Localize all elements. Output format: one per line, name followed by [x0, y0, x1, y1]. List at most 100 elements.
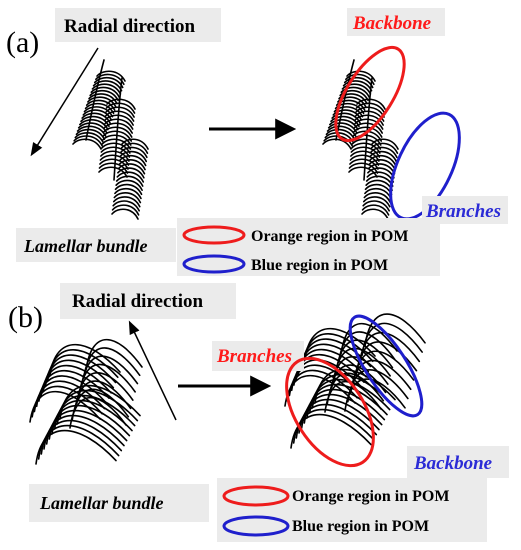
panel-b-backbone-box [407, 446, 509, 478]
panel-b-label: (b) [8, 301, 43, 334]
panel-b-bundle-box [29, 484, 209, 522]
panel-a-direction-label: Radial direction [64, 16, 196, 37]
lamella-stroke [340, 86, 371, 98]
panel-b-lamellar-bundle [29, 339, 143, 465]
lamella-stroke [111, 204, 140, 216]
lamella-spine [113, 77, 123, 181]
panel-a-legend-blue-swatch [182, 254, 246, 274]
lamella-stroke [76, 125, 107, 137]
lamella-stroke [96, 70, 126, 82]
lamella-stroke [114, 187, 142, 200]
panel-a-backbone-label: Backbone [352, 13, 432, 34]
lamella-stroke [35, 429, 117, 465]
lamella-stroke [348, 166, 378, 178]
lamella-stroke [119, 150, 148, 163]
panel-b-direction-label: Radial direction [72, 291, 204, 312]
lamella-stroke [120, 146, 148, 159]
panel-a-backbone-ellipse [334, 45, 406, 143]
lamella-stroke [355, 102, 386, 114]
panel-b-legend-blue-text: Blue region in POM [292, 518, 429, 535]
panel-a-label: (a) [6, 26, 39, 59]
lamella-stroke [115, 179, 143, 191]
lamella-stroke [118, 155, 147, 167]
panel-a-direction-box [55, 8, 221, 42]
lamella-stroke [114, 183, 143, 196]
lamella-stroke [98, 162, 129, 174]
panel-b-legend-orange-text: Orange region in POM [292, 488, 449, 505]
lamella-stroke [370, 146, 398, 159]
lamella-stroke [84, 102, 115, 115]
lamella-stroke [117, 163, 146, 175]
panel-a-legend-orange-text: Orange region in POM [251, 228, 408, 245]
lamella-stroke [112, 200, 140, 212]
lamella-stroke [98, 166, 128, 178]
lamella-stroke [348, 162, 379, 174]
lamella-stroke [349, 154, 380, 166]
lamella-stroke [69, 397, 127, 429]
lamella-spine [85, 59, 105, 141]
lamella-stroke [91, 83, 122, 95]
lamella-stroke [362, 196, 391, 208]
panel-b-backbone-ellipse [348, 314, 424, 418]
lamella-stroke [324, 381, 382, 413]
lamella-stroke [290, 413, 372, 449]
panel-b-radial-arrow [128, 320, 177, 421]
panel-a-branches-label: Branches [425, 201, 501, 222]
lamella-stroke [73, 135, 103, 147]
lamella-stroke [361, 208, 389, 220]
lamella-stroke [368, 155, 397, 167]
lamella-stroke [121, 138, 149, 150]
lamella-stroke [369, 150, 398, 163]
lamella-stroke [322, 138, 352, 150]
lamella-stroke [105, 102, 136, 114]
panel-a-radial-arrow [30, 47, 99, 157]
lamella-stroke [117, 167, 145, 179]
lamella-stroke [113, 192, 142, 204]
lamella-stroke [115, 175, 144, 187]
lamella-stroke [92, 80, 123, 92]
panel-a-backbone-box [347, 8, 445, 36]
lamella-stroke [106, 98, 136, 110]
lamella-stroke [100, 150, 130, 162]
lamella-spine [363, 77, 373, 181]
lamella-stroke [112, 196, 141, 208]
lamella-stroke [99, 158, 129, 170]
lamella-stroke [330, 115, 360, 128]
lamella-stroke [344, 378, 406, 412]
panel-b-legend-orange-swatch [222, 485, 290, 507]
lamella-stroke [370, 142, 399, 154]
lamella-stroke [342, 80, 373, 92]
panel-b-branches-label: Branches [216, 346, 292, 367]
lamella-stroke [80, 115, 110, 128]
panel-a-branches-ellipse [389, 111, 461, 221]
lamella-stroke [371, 138, 399, 150]
lamella-stroke [88, 93, 118, 105]
lamella-stroke [363, 192, 392, 204]
lamella-stroke [368, 159, 396, 171]
panel-b-backbone-label: Backbone [413, 453, 493, 474]
lamella-stroke [75, 128, 106, 141]
lamella-stroke [364, 313, 426, 347]
lamella-stroke [356, 98, 386, 110]
panel-a-bundle-label: Lamellar bundle [23, 236, 148, 256]
panel-a: (a) Radial direction Backbone Branches L… [6, 8, 508, 276]
lamella-stroke [74, 132, 105, 144]
lamella-stroke [99, 154, 130, 166]
panel-b-branches-ellipse [285, 356, 375, 468]
lamella-stroke [325, 128, 356, 141]
lamella-stroke [346, 70, 376, 82]
panel-a-legend-blue-text: Blue region in POM [251, 257, 388, 274]
lamella-stroke [118, 159, 146, 171]
panel-a-legend-orange-swatch [182, 225, 246, 245]
lamella-stroke [72, 138, 102, 150]
lamella-stroke [339, 89, 369, 102]
panel-b-legend-box [217, 478, 487, 542]
lamella-stroke [111, 208, 139, 220]
panel-b: (b) Radial direction Branches Backbone L… [8, 283, 509, 542]
lamella-stroke [326, 125, 357, 137]
lamella-stroke [89, 89, 119, 102]
lamella-stroke [29, 390, 101, 423]
lamella-stroke [350, 150, 380, 162]
